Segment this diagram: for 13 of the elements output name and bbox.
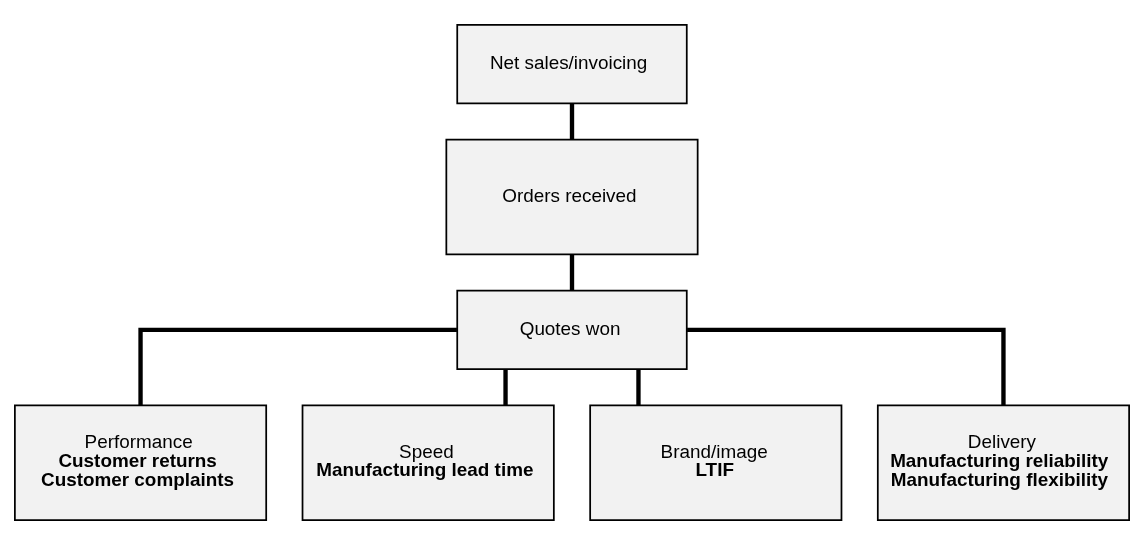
connector <box>569 103 575 140</box>
node-box: Performance Customer returns Customer complaints <box>14 404 268 522</box>
connector <box>503 369 508 406</box>
node-box: Speed Manufacturing lead time <box>301 404 555 522</box>
node-box: Net sales/invoicing <box>456 23 688 105</box>
connector <box>138 327 457 406</box>
node-box: Quotes won <box>456 289 688 370</box>
node-box: Orders received <box>445 138 699 256</box>
connector <box>569 254 575 291</box>
connector <box>636 369 641 406</box>
connector <box>687 327 1006 406</box>
node-box: Brand/image LTIF <box>589 404 843 522</box>
node-box: Delivery Manufacturing reliability Manufacturing flexibility <box>876 404 1130 522</box>
